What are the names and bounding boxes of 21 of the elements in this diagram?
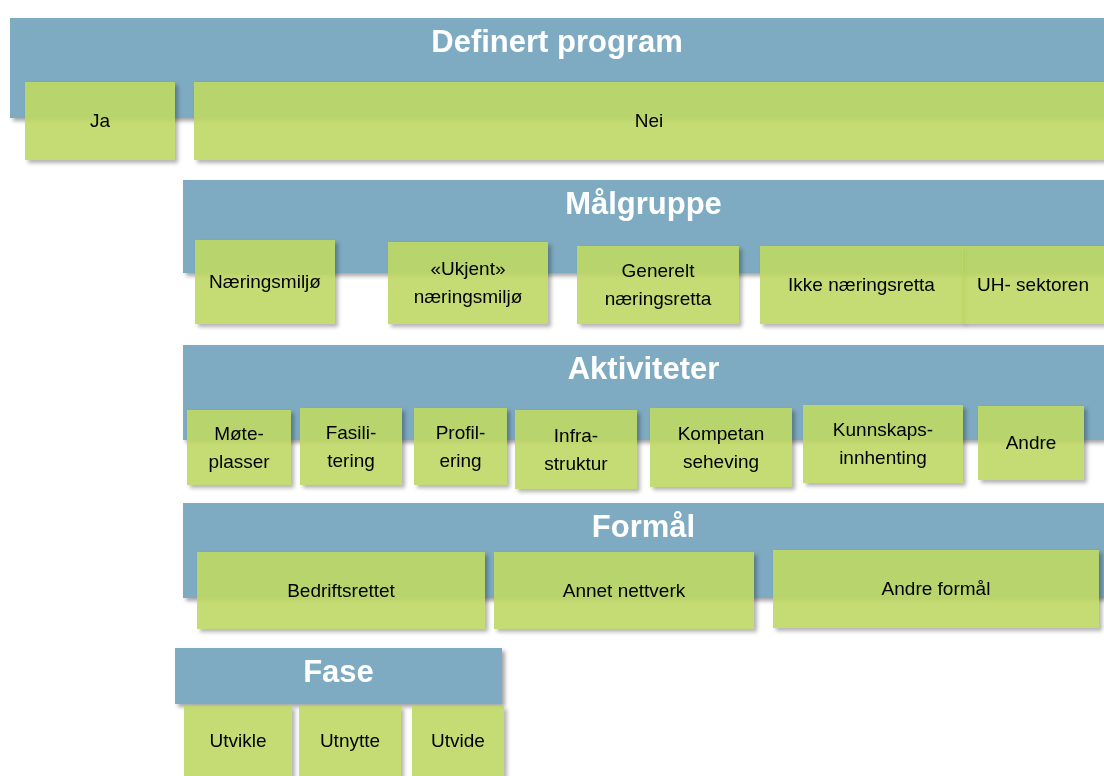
option-box: UH- sektoren bbox=[962, 246, 1104, 324]
option-box: Nei bbox=[194, 82, 1104, 160]
option-box: Andre bbox=[978, 406, 1084, 480]
option-box: Generelt næringsretta bbox=[577, 246, 739, 324]
option-box: Fasili- tering bbox=[300, 408, 402, 485]
option-box: Utvikle bbox=[184, 706, 292, 776]
option-box: Kunnskaps- innhenting bbox=[803, 405, 963, 483]
option-box: Kompetan seheving bbox=[650, 408, 792, 487]
option-box: Ja bbox=[25, 82, 175, 160]
option-box: Møte- plasser bbox=[187, 410, 291, 485]
option-box: Infra- struktur bbox=[515, 410, 637, 489]
option-box: Annet nettverk bbox=[494, 552, 754, 629]
option-box: Andre formål bbox=[773, 550, 1099, 628]
category-band: Fase bbox=[175, 648, 502, 704]
option-box: Bedriftsrettet bbox=[197, 552, 485, 629]
option-box: Utvide bbox=[412, 706, 504, 776]
option-box: Næringsmiljø bbox=[195, 240, 335, 324]
option-box: Ikke næringsretta bbox=[760, 246, 963, 324]
option-box: «Ukjent» næringsmiljø bbox=[388, 242, 548, 324]
option-box: Profil- ering bbox=[414, 408, 507, 485]
option-box: Utnytte bbox=[299, 706, 401, 776]
